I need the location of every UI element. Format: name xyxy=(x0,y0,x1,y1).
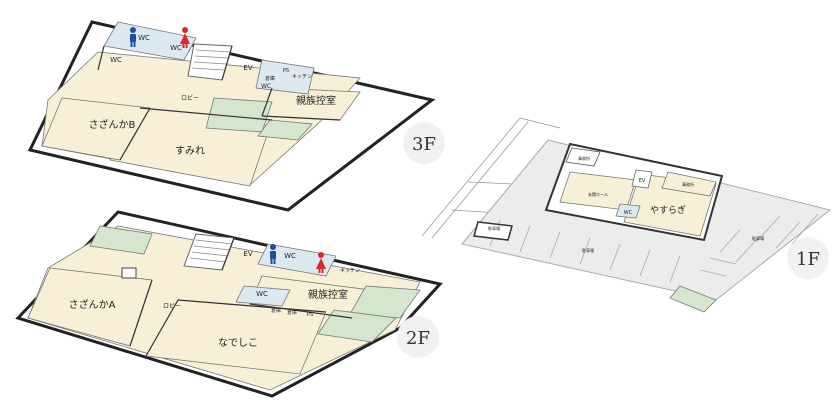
wc-1f xyxy=(615,203,641,219)
label-office-1f: 事務所 xyxy=(682,181,694,187)
label-ev-2f: EV xyxy=(243,250,252,258)
label-wc-3f-2: WC xyxy=(170,44,182,52)
label-ev-1f: EV xyxy=(639,178,646,184)
room-office-1f xyxy=(661,171,717,197)
female-icon xyxy=(316,252,326,273)
male-icon xyxy=(130,27,136,47)
label-storage-2f-2: 倉庫 xyxy=(287,309,297,316)
label-hall-1f: 玄関ホール xyxy=(588,191,608,197)
wc-area-3f-b xyxy=(255,59,315,95)
label-kitchen-3f: キッチン xyxy=(292,74,312,80)
label-nadeshiko: なでしこ xyxy=(218,337,258,349)
green-room-2f-a xyxy=(89,225,153,255)
label-wc-3f-4: WC xyxy=(261,83,271,90)
label-wc-2f-2: WC xyxy=(256,290,268,298)
label-ps-2f: PS xyxy=(307,312,313,318)
floor-badge-2f: 2F xyxy=(397,316,439,358)
ev-1f xyxy=(631,169,653,189)
stair-lines-2f xyxy=(189,239,233,263)
label-wc-3f-1: WC xyxy=(138,34,150,42)
lot-green-1f xyxy=(669,285,717,313)
entrance-1f xyxy=(565,147,601,167)
green-room-2f-c xyxy=(317,309,397,343)
label-ev-3f: EV xyxy=(243,64,252,72)
label-wc-2f-1: WC xyxy=(284,252,296,260)
floor-badge-3f-text: 3F xyxy=(412,134,436,155)
female-icon xyxy=(180,27,190,48)
label-sazanka-b: さざんかB xyxy=(89,118,136,131)
male-icon xyxy=(270,244,276,264)
floor-3f: WC WC WC EV PS キッチン 倉庫 WC ロビー 親族控室 さざんかB… xyxy=(27,20,445,212)
lobby-table-2f xyxy=(121,267,137,279)
label-lobby-3f: ロビー xyxy=(181,94,199,102)
walls-2f xyxy=(129,237,353,357)
label-kitchen-2f: キッチン xyxy=(340,268,360,274)
floor-badge-2f-text: 2F xyxy=(406,328,430,349)
green-room-2f-b xyxy=(349,285,421,319)
label-parking-1f-2: 駐車場 xyxy=(582,247,594,253)
wc-area-3f xyxy=(103,21,197,61)
label-sumire: すみれ xyxy=(175,145,205,157)
floor-badge-3f: 3F xyxy=(403,122,445,164)
label-parking-1f-1: 駐車場 xyxy=(488,225,500,231)
annex-1f xyxy=(473,221,513,241)
label-sazanka-a: さざんかA xyxy=(69,298,116,311)
label-storage-3f: 倉庫 xyxy=(265,75,275,82)
floor-badge-1f-text: 1F xyxy=(796,249,820,270)
label-lobby-2f: ロビー xyxy=(163,302,181,310)
floor-2f: EV WC キッチン WC 親族控室 倉庫 倉庫 PS ロビー さざんかA なで… xyxy=(15,210,443,398)
label-shinzoku-3f: 親族控室 xyxy=(296,94,336,107)
label-ps-3f: PS xyxy=(283,68,289,74)
label-wc-1f: WC xyxy=(624,210,633,216)
label-storage-2f-1: 倉庫 xyxy=(271,307,281,314)
label-entrance-1f: 事務所 xyxy=(578,155,590,161)
floor-badge-1f: 1F xyxy=(787,237,829,279)
label-wc-3f-3: WC xyxy=(110,56,122,64)
floor-1f: 事務所 EV 事務所 玄関ホール WC やすらぎ 駐車場 駐車場 駐車場 1F xyxy=(421,117,832,313)
stair-lines-3f xyxy=(191,49,231,71)
walls-3f xyxy=(97,45,341,161)
label-yasuragi: やすらぎ xyxy=(650,204,686,216)
label-shinzoku-2f: 親族控室 xyxy=(308,288,348,301)
wc-area-2f-b xyxy=(235,285,291,307)
label-parking-1f-3: 駐車場 xyxy=(752,235,764,241)
green-room-3f-b xyxy=(257,119,313,141)
